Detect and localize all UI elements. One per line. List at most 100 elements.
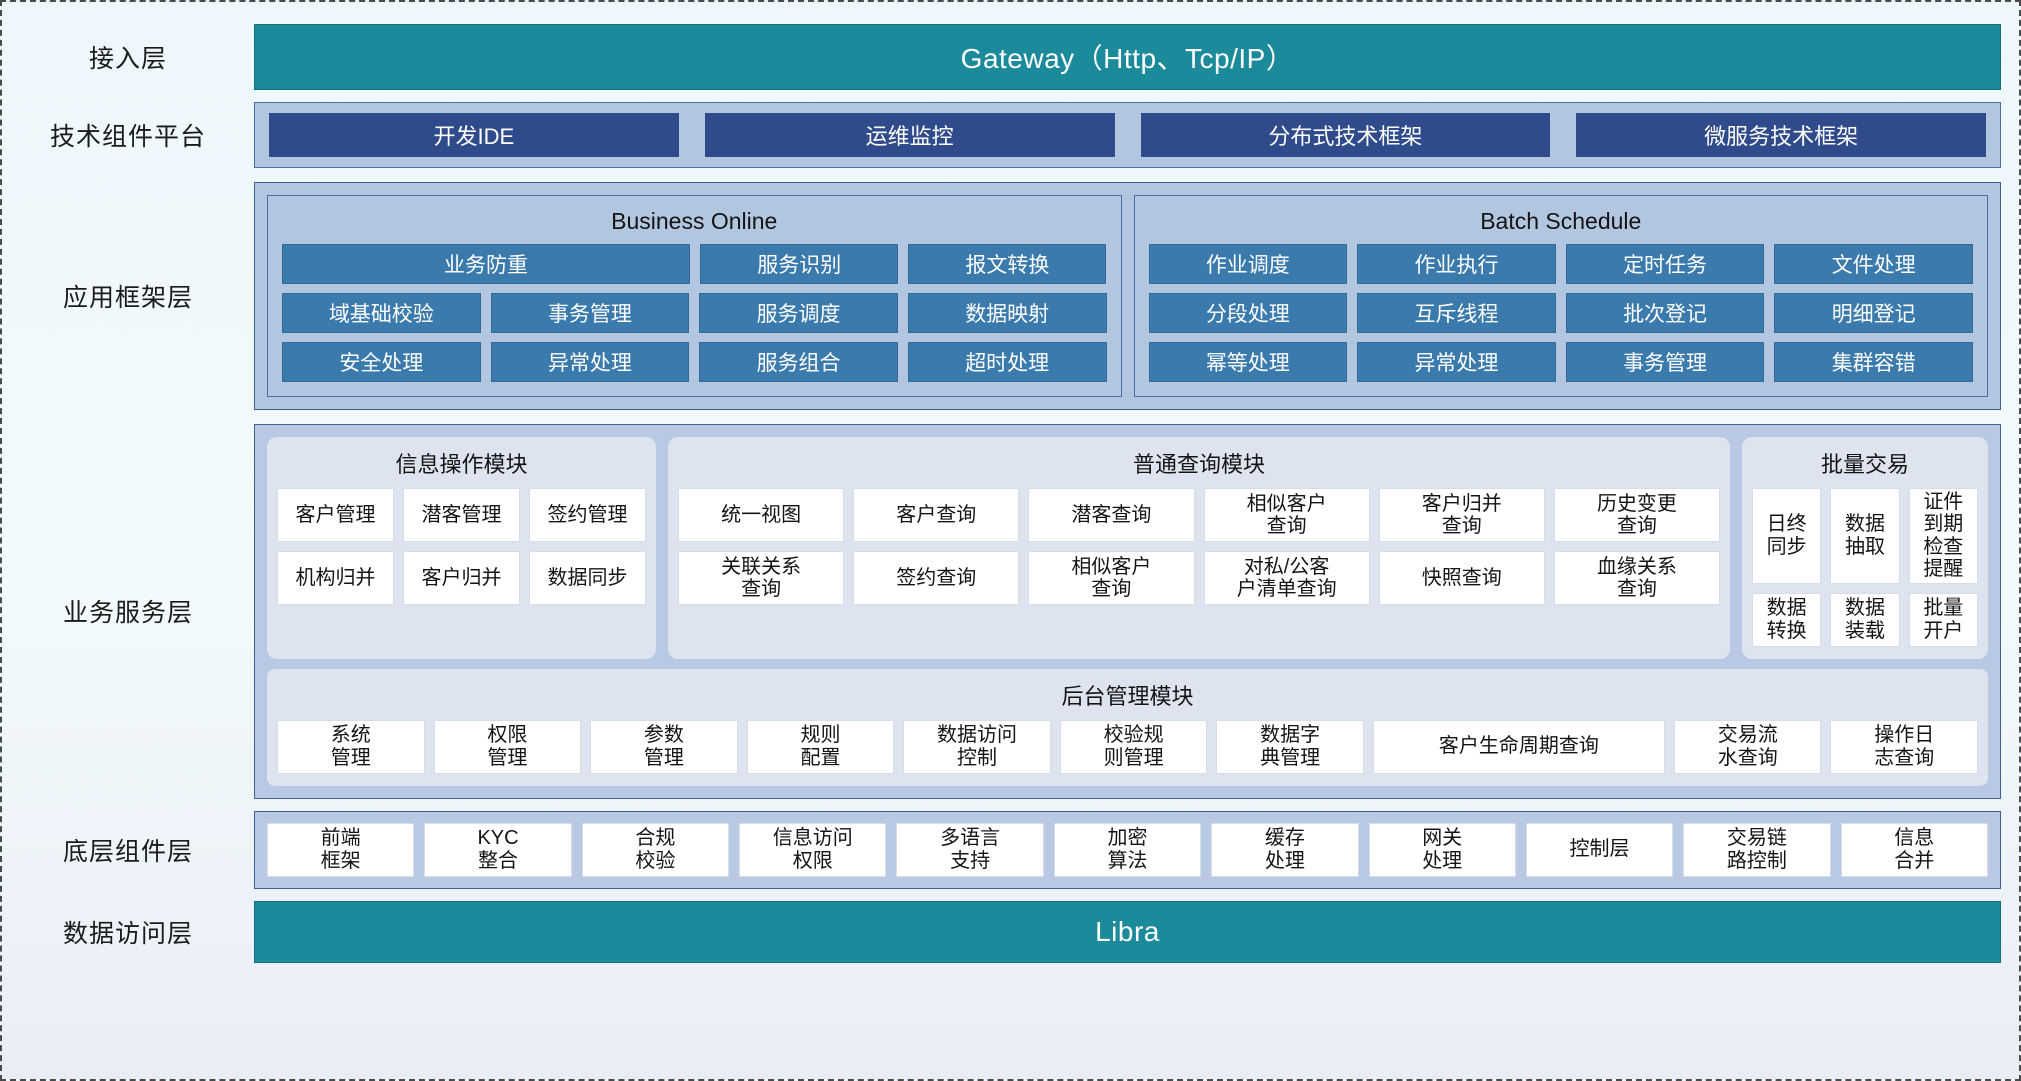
service-card[interactable]: 权限管理	[433, 719, 582, 774]
framework-chip[interactable]: 域基础校验	[282, 293, 481, 333]
base-component-card[interactable]: 合规校验	[581, 822, 730, 877]
service-card[interactable]: 潜客管理	[403, 488, 520, 542]
framework-chip[interactable]: 数据映射	[907, 293, 1107, 333]
service-card[interactable]: 校验规则管理	[1059, 719, 1208, 774]
framework-chip[interactable]: 文件处理	[1774, 244, 1973, 284]
framework-chip[interactable]: 作业调度	[1148, 244, 1348, 284]
base-component-card[interactable]: 控制层	[1525, 822, 1674, 877]
chip-row: 幂等处理异常处理事务管理集群容错	[1148, 342, 1973, 382]
service-card[interactable]: 关联关系查询	[678, 551, 845, 605]
layer-body-tech: 开发IDE 运维监控 分布式技术框架 微服务技术框架	[254, 102, 2019, 168]
chip-row: 安全处理异常处理服务组合超时处理	[282, 342, 1107, 382]
base-component-card[interactable]: 前端框架	[267, 822, 415, 877]
service-card[interactable]: 数据同步	[529, 551, 646, 605]
framework-chip[interactable]: 事务管理	[1565, 342, 1765, 382]
group-title-query-module: 普通查询模块	[1132, 452, 1265, 477]
service-card[interactable]: 参数管理	[590, 719, 738, 774]
tech-chip-ops[interactable]: 运维监控	[704, 113, 1115, 157]
tech-chip-microservice[interactable]: 微服务技术框架	[1576, 113, 1986, 157]
service-card[interactable]: 快照查询	[1378, 551, 1545, 605]
base-component-card[interactable]: 交易链路控制	[1683, 822, 1831, 877]
app-framework-panel: Business Online 业务防重服务识别报文转换域基础校验事务管理服务调…	[254, 182, 2001, 410]
framework-chip[interactable]: 事务管理	[490, 293, 690, 333]
service-card[interactable]: 签约查询	[853, 551, 1020, 605]
chip-row: 作业调度作业执行定时任务文件处理	[1148, 244, 1973, 284]
framework-chip[interactable]: 安全处理	[282, 342, 481, 382]
framework-chip[interactable]: 异常处理	[490, 342, 690, 382]
service-card[interactable]: 客户管理	[277, 488, 394, 542]
base-component-card[interactable]: 缓存处理	[1211, 822, 1359, 877]
service-card[interactable]: 血缘关系查询	[1553, 551, 1721, 605]
service-card[interactable]: 相似客户查询	[1203, 488, 1370, 542]
group-info-module: 信息操作模块 客户管理潜客管理签约管理机构归并客户归并数据同步	[267, 437, 656, 659]
card-row: 系统管理权限管理参数管理规则配置数据访问控制校验规则管理数据字典管理客户生命周期…	[277, 719, 1979, 774]
base-component-card[interactable]: 多语言支持	[896, 822, 1044, 877]
service-card[interactable]: 操作日志查询	[1830, 719, 1979, 774]
service-card[interactable]: 数据访问控制	[903, 719, 1051, 774]
framework-chip[interactable]: 服务组合	[699, 342, 898, 382]
service-card[interactable]: 签约管理	[529, 488, 646, 542]
tech-chip-distributed[interactable]: 分布式技术框架	[1140, 113, 1551, 157]
service-card[interactable]: 机构归并	[277, 551, 394, 605]
service-card[interactable]: 客户查询	[853, 488, 1020, 542]
framework-chip[interactable]: 超时处理	[907, 342, 1107, 382]
framework-chip[interactable]: 服务识别	[700, 244, 899, 284]
service-card[interactable]: 数据字典管理	[1216, 719, 1364, 774]
service-card[interactable]: 数据抽取	[1830, 488, 1900, 584]
service-card[interactable]: 日终同步	[1752, 488, 1822, 584]
service-card[interactable]: 客户归并查询	[1378, 488, 1545, 542]
service-card[interactable]: 对私/公客户清单查询	[1203, 551, 1370, 605]
service-card[interactable]: 规则配置	[746, 719, 895, 774]
framework-chip[interactable]: 异常处理	[1357, 342, 1556, 382]
service-card[interactable]: 统一视图	[678, 488, 845, 542]
layer-body-access: Gateway（Http、Tcp/IP）	[254, 24, 2019, 90]
framework-chip[interactable]: 互斥线程	[1357, 293, 1556, 333]
framework-chip[interactable]: 定时任务	[1565, 244, 1765, 284]
card-row: 日终同步数据抽取证件到期检查提醒	[1752, 488, 1978, 584]
group-batch-schedule: Batch Schedule 作业调度作业执行定时任务文件处理分段处理互斥线程批…	[1133, 195, 1988, 397]
layer-body-bizsvc: 信息操作模块 客户管理潜客管理签约管理机构归并客户归并数据同步 普通查询模块 统…	[254, 424, 2019, 799]
service-card[interactable]: 历史变更查询	[1553, 488, 1721, 542]
card-row: 客户管理潜客管理签约管理	[277, 488, 646, 542]
base-component-card[interactable]: 信息访问权限	[739, 822, 887, 877]
service-card[interactable]: 客户归并	[403, 551, 520, 605]
service-card[interactable]: 交易流水查询	[1673, 719, 1822, 774]
service-card[interactable]: 系统管理	[277, 719, 425, 774]
base-component-card[interactable]: 网关处理	[1368, 822, 1516, 877]
layer-label-tech: 技术组件平台	[49, 123, 206, 151]
business-service-top-row: 信息操作模块 客户管理潜客管理签约管理机构归并客户归并数据同步 普通查询模块 统…	[267, 437, 1988, 659]
framework-chip[interactable]: 分段处理	[1148, 293, 1348, 333]
gateway-bar[interactable]: Gateway（Http、Tcp/IP）	[254, 24, 2001, 90]
layer-label-bizsvc: 业务服务层	[62, 599, 193, 628]
framework-chip[interactable]: 明细登记	[1774, 293, 1973, 333]
service-card[interactable]: 数据装载	[1830, 592, 1900, 647]
layer-label-access: 接入层	[88, 45, 167, 73]
framework-chip[interactable]: 批次登记	[1565, 293, 1765, 333]
libra-bar[interactable]: Libra	[254, 900, 2001, 963]
grid-batch-module: 日终同步数据抽取证件到期检查提醒数据转换数据装载批量开户	[1752, 488, 1978, 647]
layer-row-data: 数据访问层 Libra	[2, 900, 2019, 963]
service-card[interactable]: 相似客户查询	[1028, 551, 1195, 605]
service-card[interactable]: 潜客查询	[1028, 488, 1195, 542]
tech-component-panel: 开发IDE 运维监控 分布式技术框架 微服务技术框架	[254, 102, 2001, 168]
service-card[interactable]: 批量开户	[1908, 592, 1978, 647]
base-component-card[interactable]: 加密算法	[1053, 822, 1202, 877]
framework-chip[interactable]: 作业执行	[1357, 244, 1556, 284]
layer-body-data: Libra	[254, 900, 2019, 963]
framework-chip[interactable]: 业务防重	[282, 244, 691, 284]
framework-chip[interactable]: 幂等处理	[1148, 342, 1348, 382]
service-card[interactable]: 客户生命周期查询	[1372, 719, 1665, 774]
service-card[interactable]: 数据转换	[1752, 592, 1822, 647]
service-card[interactable]: 证件到期检查提醒	[1908, 488, 1978, 584]
framework-chip[interactable]: 报文转换	[908, 244, 1107, 284]
grid-info-module: 客户管理潜客管理签约管理机构归并客户归并数据同步	[277, 488, 646, 605]
base-component-card[interactable]: 信息合并	[1840, 822, 1988, 877]
chip-row: 域基础校验事务管理服务调度数据映射	[282, 293, 1107, 333]
tech-chip-ide[interactable]: 开发IDE	[269, 113, 679, 157]
framework-chip[interactable]: 服务调度	[699, 293, 898, 333]
group-business-online: Business Online 业务防重服务识别报文转换域基础校验事务管理服务调…	[267, 195, 1122, 397]
framework-chip[interactable]: 集群容错	[1774, 342, 1973, 382]
